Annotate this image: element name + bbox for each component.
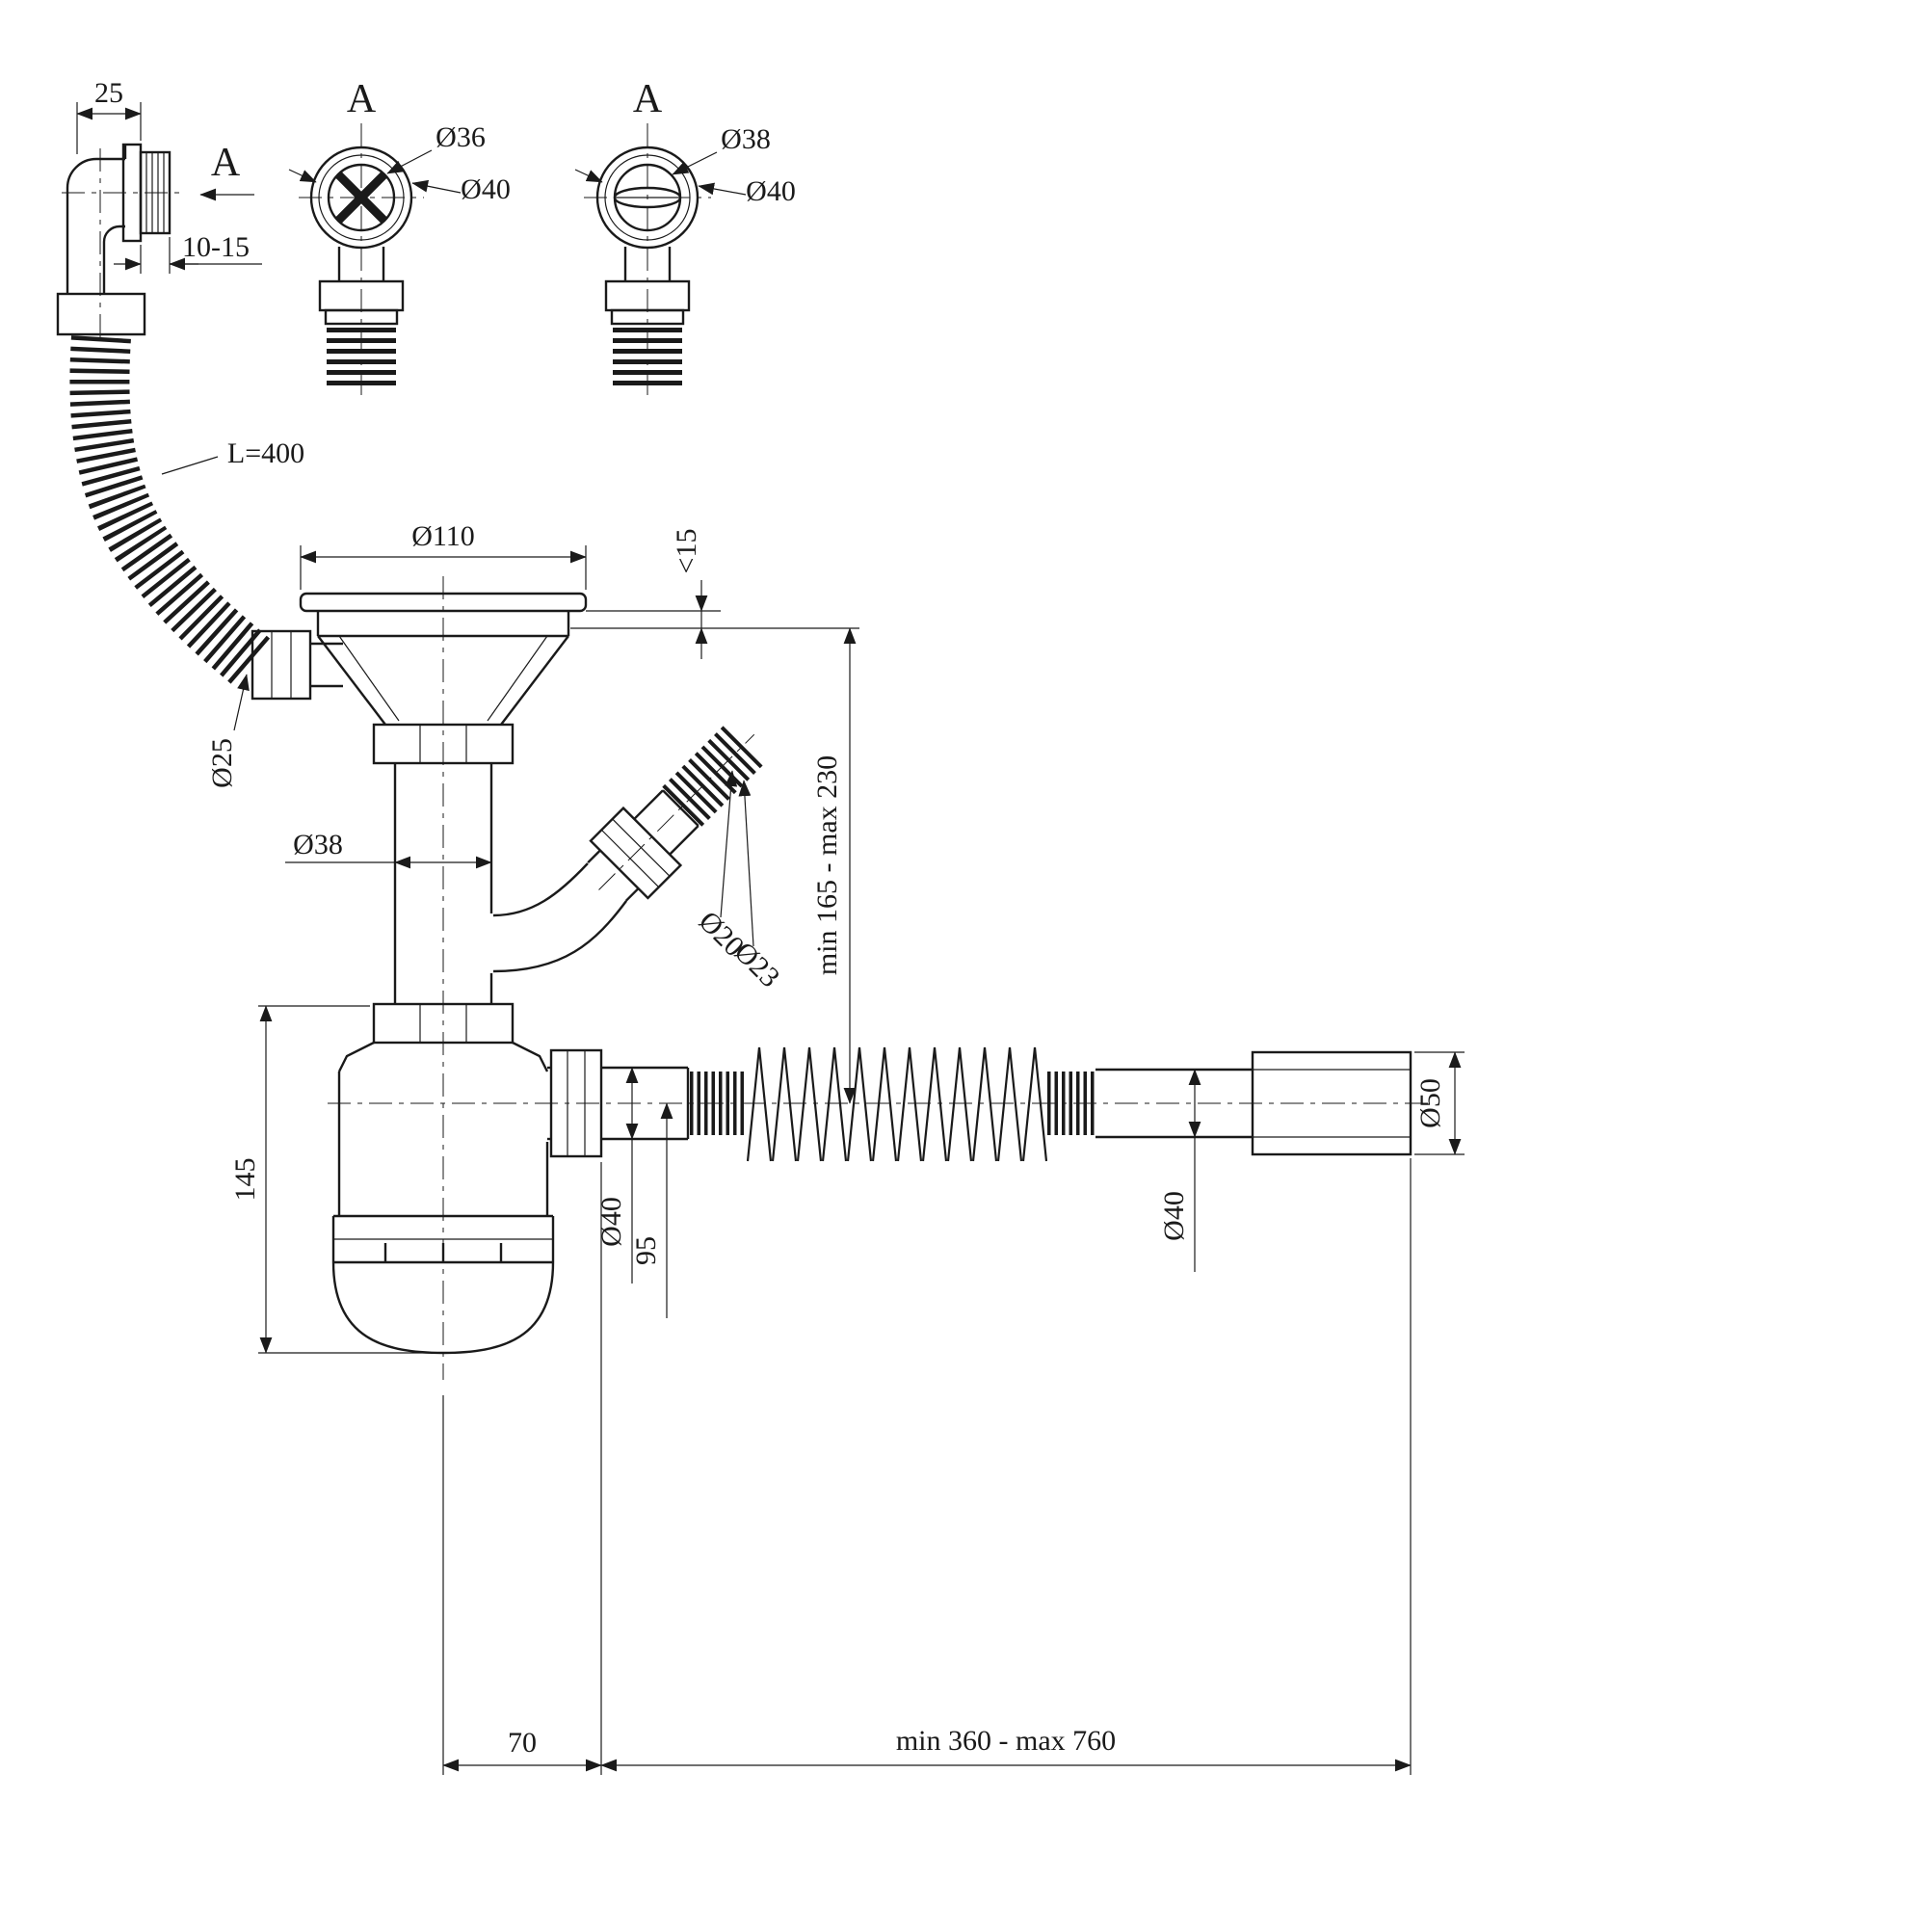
dim-trap-offset: 70 (442, 1162, 602, 1775)
dim-outlet-drop: 95 (630, 1102, 673, 1318)
bottle-trap (331, 1041, 555, 1355)
view-a-slot-title: A (633, 77, 663, 121)
dim-height-range-label: min 165 - max 230 (811, 755, 843, 975)
dim-trap-height: 145 (229, 1005, 430, 1354)
dim-flex-dia-label: Ø40 (1158, 1191, 1190, 1241)
dim-length-range-label: min 360 - max 760 (896, 1725, 1116, 1757)
dim-outlet-dia-label: Ø40 (595, 1197, 627, 1247)
dim-tailpipe-dia-label: Ø38 (293, 829, 343, 860)
dim-thread-depth-label: 10-15 (182, 231, 250, 263)
dim-trap-height-label: 145 (229, 1158, 261, 1202)
tailpipe (372, 723, 515, 1045)
drain-flange (299, 592, 721, 726)
section-arrow-label: A (211, 141, 241, 185)
view-a-cross: A Ø36 Ø40 (288, 77, 511, 389)
dim-cross-inner-label: Ø36 (436, 121, 486, 153)
dim-outlet-drop-label: 95 (630, 1236, 662, 1265)
dim-thread-depth: 10-15 (114, 231, 262, 274)
dim-cross-outer-label: Ø40 (461, 173, 511, 205)
dim-sink-thickness-label: <15 (671, 529, 702, 574)
dim-hose-dia-label: Ø25 (206, 738, 238, 788)
dim-end-dia-label: Ø50 (1414, 1078, 1446, 1128)
end-pipe (1251, 1050, 1412, 1156)
section-arrow-a: A (199, 141, 254, 201)
dim-tailpipe-dia: Ø38 (285, 829, 492, 869)
outlet-pipe (547, 1048, 746, 1158)
branch-inlet: Ø20 Ø23 (492, 726, 786, 993)
dim-hose-length-label: L=400 (227, 437, 304, 469)
dim-length-range: min 360 - max 760 (600, 1158, 1412, 1775)
dim-slot-inner-label: Ø38 (721, 123, 771, 155)
view-a-slot: A Ø38 Ø40 (574, 77, 796, 389)
dim-end-dia: Ø50 (1414, 1051, 1465, 1155)
overflow-hose: L=400 Ø25 (69, 335, 343, 788)
flex-pipe (747, 1040, 1253, 1167)
overflow-elbow-fitting (56, 143, 172, 336)
dim-trap-offset-label: 70 (508, 1727, 537, 1759)
dim-flange-dia: Ø110 (300, 520, 587, 590)
dim-flex-dia: Ø40 (1158, 1069, 1201, 1272)
dim-elbow-width-label: 25 (94, 77, 123, 109)
view-a-cross-title: A (347, 77, 377, 121)
dim-slot-outer-label: Ø40 (746, 175, 796, 207)
dim-sink-thickness: <15 (671, 529, 708, 659)
dim-height-range: min 165 - max 230 (721, 627, 859, 1104)
dim-flange-dia-label: Ø110 (411, 520, 475, 552)
dim-elbow-width: 25 (76, 77, 142, 154)
